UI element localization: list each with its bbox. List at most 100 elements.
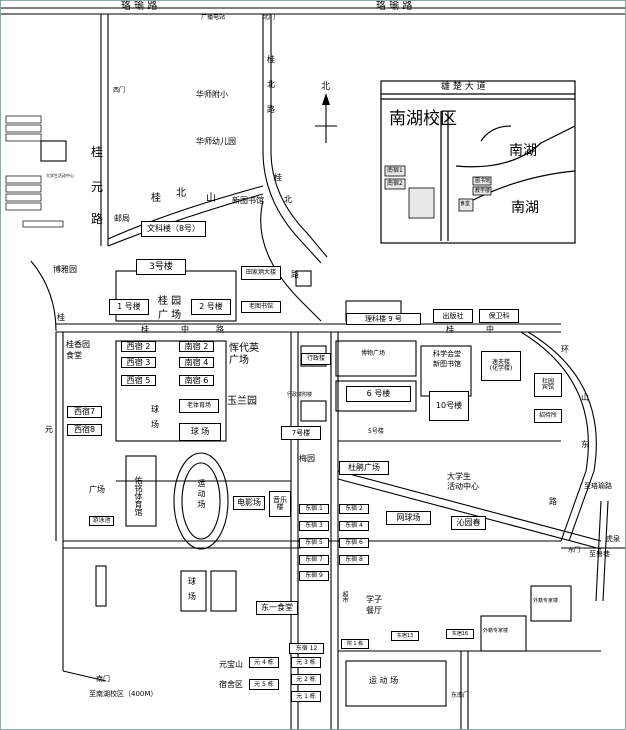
court-3: 球 (188, 577, 196, 586)
road-guibeishan-2: 北 (176, 188, 186, 199)
dong1-canteen: 东一食堂 (256, 601, 298, 615)
inset-b2: 南宿2 (387, 180, 403, 187)
zhaodai: 招待所 (534, 409, 562, 423)
building-1: 1 号楼 (109, 299, 149, 315)
student-center: 大学生 (447, 472, 471, 481)
inset-b3: 图书馆 (475, 178, 491, 184)
road-guizhong-1: 桂 (141, 325, 149, 334)
nansu-2: 南宿 2 (179, 341, 214, 352)
tennis-court: 网球场 (386, 511, 431, 525)
road-guibei-low-1: 桂 (274, 173, 282, 182)
south-gate[interactable]: 南门 (96, 675, 110, 683)
road-guibei-low-2: 北 (284, 195, 292, 204)
south-gate-note: 至南湖校区（400M） (89, 690, 158, 698)
dujuan-plaza: 杜鹃广场 (339, 461, 389, 475)
building-2: 2 号楼 (191, 299, 231, 315)
huidaiying: 恽代英 (229, 343, 259, 354)
bowu-plaza: 博物广场 (361, 350, 386, 357)
inset-lake-1: 南湖 (509, 143, 537, 159)
road-luoyu-right: 珞 瑜 路 (376, 1, 413, 12)
road-huanshan-3: 东 (581, 440, 589, 449)
dongsu-13: 东宿13 (391, 631, 419, 641)
yuan-3: 元 3 栋 (291, 657, 321, 668)
road-guibei-1: 桂 (267, 55, 275, 64)
new-library: 新图书馆 (232, 196, 264, 205)
inset-road: 雄 楚 大 道 (441, 82, 486, 92)
road-huanshan-2: 山 (581, 393, 589, 402)
inset-campus: 南湖校区 (389, 109, 457, 129)
publisher: 出版社 (433, 309, 473, 323)
kexue-hall-2: 新图书馆 (433, 360, 461, 368)
inset-lake-2: 南湖 (511, 200, 539, 216)
music-building: 音乐楼 (269, 491, 291, 517)
dongsu-16: 东宿16 (446, 629, 474, 639)
road-huanshan-4: 路 (549, 497, 557, 506)
dongsu-2: 东宿 2 (339, 504, 369, 514)
road-guiyuan-2: 元 (91, 180, 104, 194)
old-library: 老图书馆 (241, 301, 281, 313)
road-guizhong-2: 中 (181, 325, 189, 334)
building-6: 6 号楼 (346, 386, 411, 402)
yuan-5: 元 5 栋 (249, 679, 279, 690)
kexue-hall: 科学会堂 (433, 350, 461, 358)
admin-building: 行政楼 (301, 353, 331, 365)
qinyuanchun: 沁园春 (451, 516, 486, 530)
yuan-1: 元 1 栋 (291, 691, 321, 702)
road-guibei-3: 路 (267, 105, 275, 114)
dongsu-8: 东宿 8 (339, 555, 369, 565)
dongsu-1: 东宿 1 (299, 504, 329, 514)
road-guizhong-5: 中 (486, 325, 494, 334)
road-luoyu-left: 珞 瑜 路 (121, 1, 158, 12)
east-gate[interactable]: 东门 (568, 547, 581, 554)
court-1: 球 (151, 405, 159, 414)
duyuan-label-2: 宾馆 (541, 384, 554, 391)
yuanbao-hill: 元宝山 (219, 660, 243, 669)
plaza-west: 广场 (89, 485, 105, 494)
southeast-gate[interactable]: 东南门 (451, 692, 470, 699)
admin-annex: 行政楼附楼 (287, 392, 313, 398)
road-guiyuan-1: 桂 (91, 145, 104, 159)
security: 保卫科 (479, 309, 519, 323)
to-luoyu: 至珞瑜路 (584, 482, 612, 490)
cinema: 电影场 (233, 496, 265, 510)
duyuan-label: 杜园 (541, 378, 554, 385)
road-guibei-2: 北 (267, 80, 275, 89)
guixiang: 桂香园 (66, 340, 90, 349)
road-guibei-low-3: 路 (291, 270, 299, 279)
dongsu-5: 东宿 5 (299, 538, 329, 548)
north-gate[interactable]: 北门 (263, 14, 276, 21)
to-luxiang: 至鲁巷 (589, 550, 610, 558)
xisu-2: 西宿 2 (121, 341, 156, 352)
huquan: 虎泉 (606, 535, 620, 543)
north-indicator: 北 (321, 82, 331, 92)
nansu-6: 南宿 6 (179, 375, 214, 386)
road-guizhong-4: 桂 (446, 325, 454, 334)
small-label: 大学生活动中心 (46, 173, 74, 178)
dongsu-4: 东宿 4 (339, 521, 369, 531)
post-office: 邮局 (114, 214, 130, 223)
road-guizhong-3: 路 (216, 325, 224, 334)
xuezi-restaurant-2: 餐厅 (366, 606, 382, 615)
dongsu-3: 东宿 3 (299, 521, 329, 531)
road-guibeishan-1: 桂 (151, 193, 161, 204)
boyayuan: 博雅园 (53, 265, 77, 274)
guangbo-label: 广播电站 (201, 14, 226, 21)
old-gym: 老体育场 (179, 399, 219, 413)
nansu-4: 南宿 4 (179, 357, 214, 368)
yifu-label-2: (化学楼) (489, 365, 513, 372)
dongsu-6: 东宿 6 (339, 538, 369, 548)
south-stadium: 运 动 场 (369, 676, 399, 685)
court-3b: 场 (188, 592, 196, 601)
dongsu-7: 东宿 7 (299, 555, 329, 565)
yuan-2: 元 2 栋 (291, 674, 321, 685)
like-building: 理科楼 9 号 (346, 313, 421, 325)
west-gate[interactable]: 西门 (113, 87, 126, 94)
xisu-8: 西宿8 (67, 424, 102, 436)
guiyuan-plaza: 桂 园 (158, 296, 182, 307)
guiyuan-plaza-2: 广 场 (158, 310, 182, 321)
huashi-youer: 华师幼儿园 (196, 137, 236, 146)
yifu-label: 逸夫楼 (491, 359, 510, 366)
youxi-gym: 佑铭体育馆 (134, 476, 143, 516)
xisu-5: 西宿 5 (121, 375, 156, 386)
